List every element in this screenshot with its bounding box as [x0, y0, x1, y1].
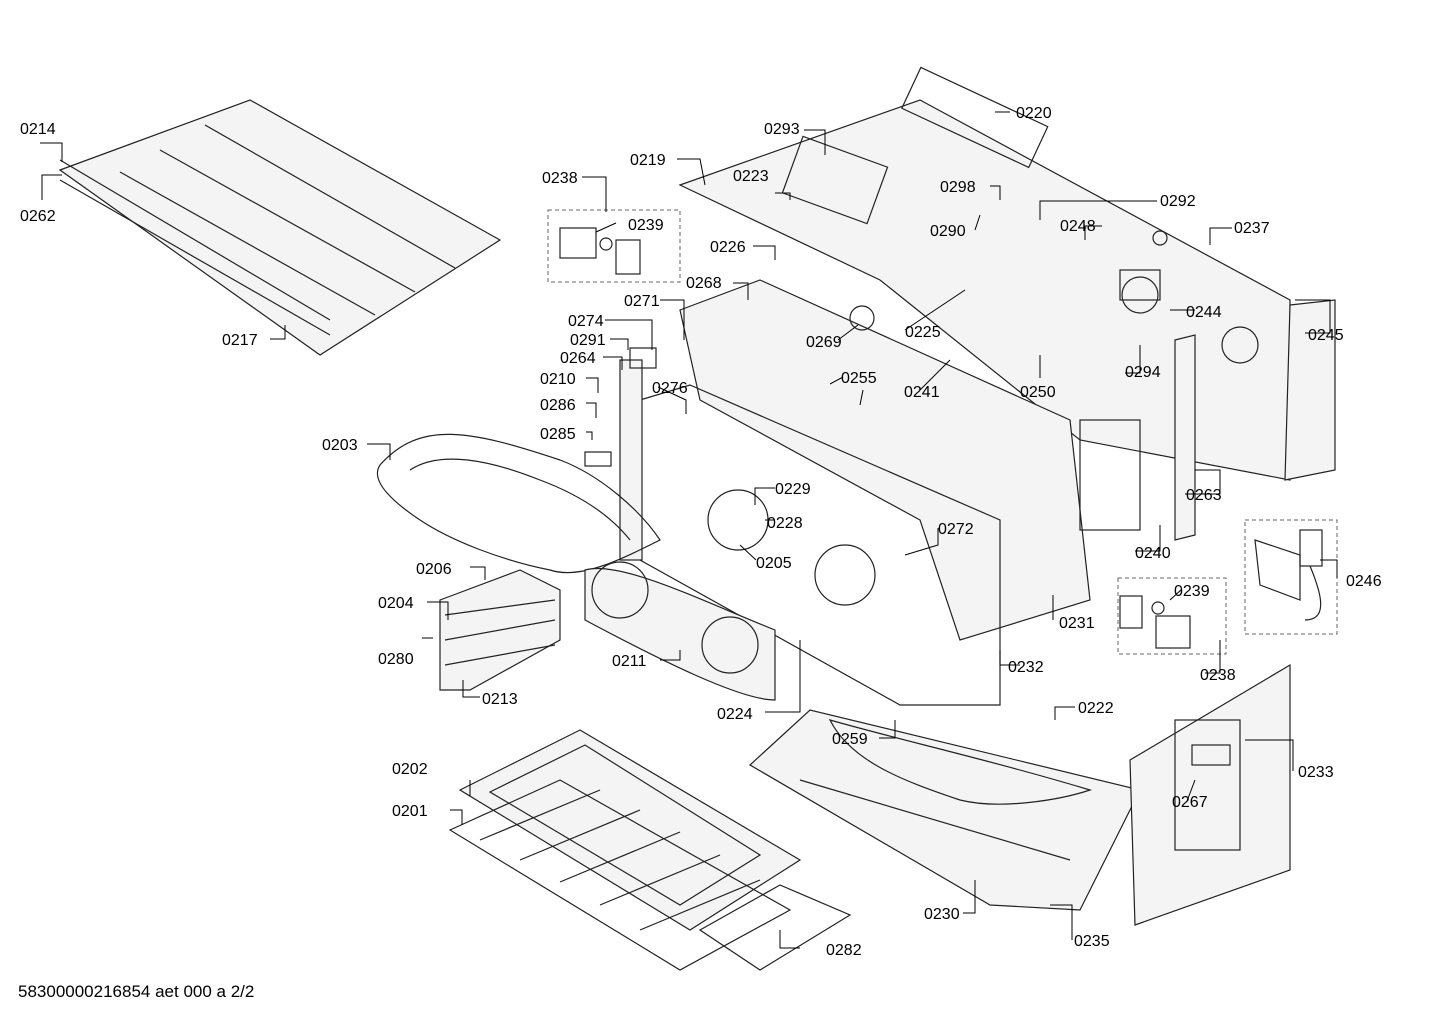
left-frame-strip: [619, 347, 657, 561]
callout-0294: 0294: [1125, 364, 1161, 381]
wire-rack: [448, 779, 852, 971]
top-housing-panel: [678, 66, 1291, 481]
callout-0230: 0230: [924, 906, 960, 923]
callout-0210: 0210: [540, 371, 576, 388]
callout-0246: 0246: [1346, 573, 1382, 590]
callout-0205: 0205: [756, 555, 792, 572]
callout-0223: 0223: [733, 168, 769, 185]
callout-0298: 0298: [940, 179, 976, 196]
callout-0222: 0222: [1078, 700, 1114, 717]
callout-0238b: 0238: [1200, 667, 1236, 684]
callout-0271: 0271: [624, 293, 660, 310]
callout-0233: 0233: [1298, 764, 1334, 781]
right-side-panel: [1174, 299, 1336, 541]
callout-0264: 0264: [560, 350, 596, 367]
callout-0240: 0240: [1135, 545, 1171, 562]
callout-0238: 0238: [542, 170, 578, 187]
top-heating-element: [376, 433, 661, 574]
front-door-frame: [1129, 663, 1291, 926]
callout-0203: 0203: [322, 437, 358, 454]
side-rack: [439, 569, 561, 691]
callout-0241: 0241: [904, 384, 940, 401]
callout-0293: 0293: [764, 121, 800, 138]
callout-0239b: 0239: [1174, 583, 1210, 600]
callout-0248: 0248: [1060, 218, 1096, 235]
leader-lines: [40, 111, 1338, 949]
callout-0235: 0235: [1074, 933, 1110, 950]
callout-0272: 0272: [938, 521, 974, 538]
callout-0267: 0267: [1172, 794, 1208, 811]
callout-0292: 0292: [1160, 193, 1196, 210]
callout-0285: 0285: [540, 426, 576, 443]
callout-0224: 0224: [717, 706, 753, 723]
callout-0282: 0282: [826, 942, 862, 959]
callout-0255: 0255: [841, 370, 877, 387]
callout-0214: 0214: [20, 121, 56, 138]
baking-tray: [458, 729, 802, 931]
callout-0225: 0225: [905, 324, 941, 341]
callout-0245: 0245: [1308, 327, 1344, 344]
callout-0268: 0268: [686, 275, 722, 292]
callout-labels: 0214 0262 0217 0238 0239 0219 0293 0220 …: [20, 105, 1382, 959]
callout-0211: 0211: [612, 653, 647, 670]
callout-0206: 0206: [416, 561, 452, 578]
cable-kit-box: [1244, 519, 1338, 635]
callout-0229: 0229: [775, 481, 811, 498]
callout-0239: 0239: [628, 217, 664, 234]
callout-0291: 0291: [570, 332, 606, 349]
callout-0244: 0244: [1186, 304, 1222, 321]
fan-cover: [584, 561, 776, 701]
callout-0204: 0204: [378, 595, 414, 612]
callout-0201: 0201: [392, 803, 428, 820]
callout-0250: 0250: [1020, 384, 1056, 401]
callout-0228: 0228: [767, 515, 803, 532]
callout-0269: 0269: [806, 334, 842, 351]
callout-0232: 0232: [1008, 659, 1044, 676]
callout-0219: 0219: [630, 152, 666, 169]
sensor-kit-box-2: [1117, 577, 1227, 655]
callout-0202: 0202: [392, 761, 428, 778]
callout-0286: 0286: [540, 397, 576, 414]
callout-0226: 0226: [710, 239, 746, 256]
callout-0217: 0217: [222, 332, 258, 349]
callout-0237: 0237: [1234, 220, 1270, 237]
callout-0290: 0290: [930, 223, 966, 240]
callout-0274: 0274: [568, 313, 604, 330]
callout-0262: 0262: [20, 208, 56, 225]
callout-0220: 0220: [1016, 105, 1052, 122]
callout-0259: 0259: [832, 731, 868, 748]
document-id: 58300000216854 aet 000 a 2/2: [18, 982, 255, 1001]
callout-0213: 0213: [482, 691, 518, 708]
bottom-heating-assembly: [748, 709, 1141, 911]
callout-0263: 0263: [1186, 487, 1222, 504]
callout-0276: 0276: [652, 380, 688, 397]
callout-0231: 0231: [1059, 615, 1095, 632]
top-cover-panel: [58, 99, 502, 356]
callout-0280: 0280: [378, 651, 414, 668]
sensor-kit-box: [547, 209, 681, 283]
